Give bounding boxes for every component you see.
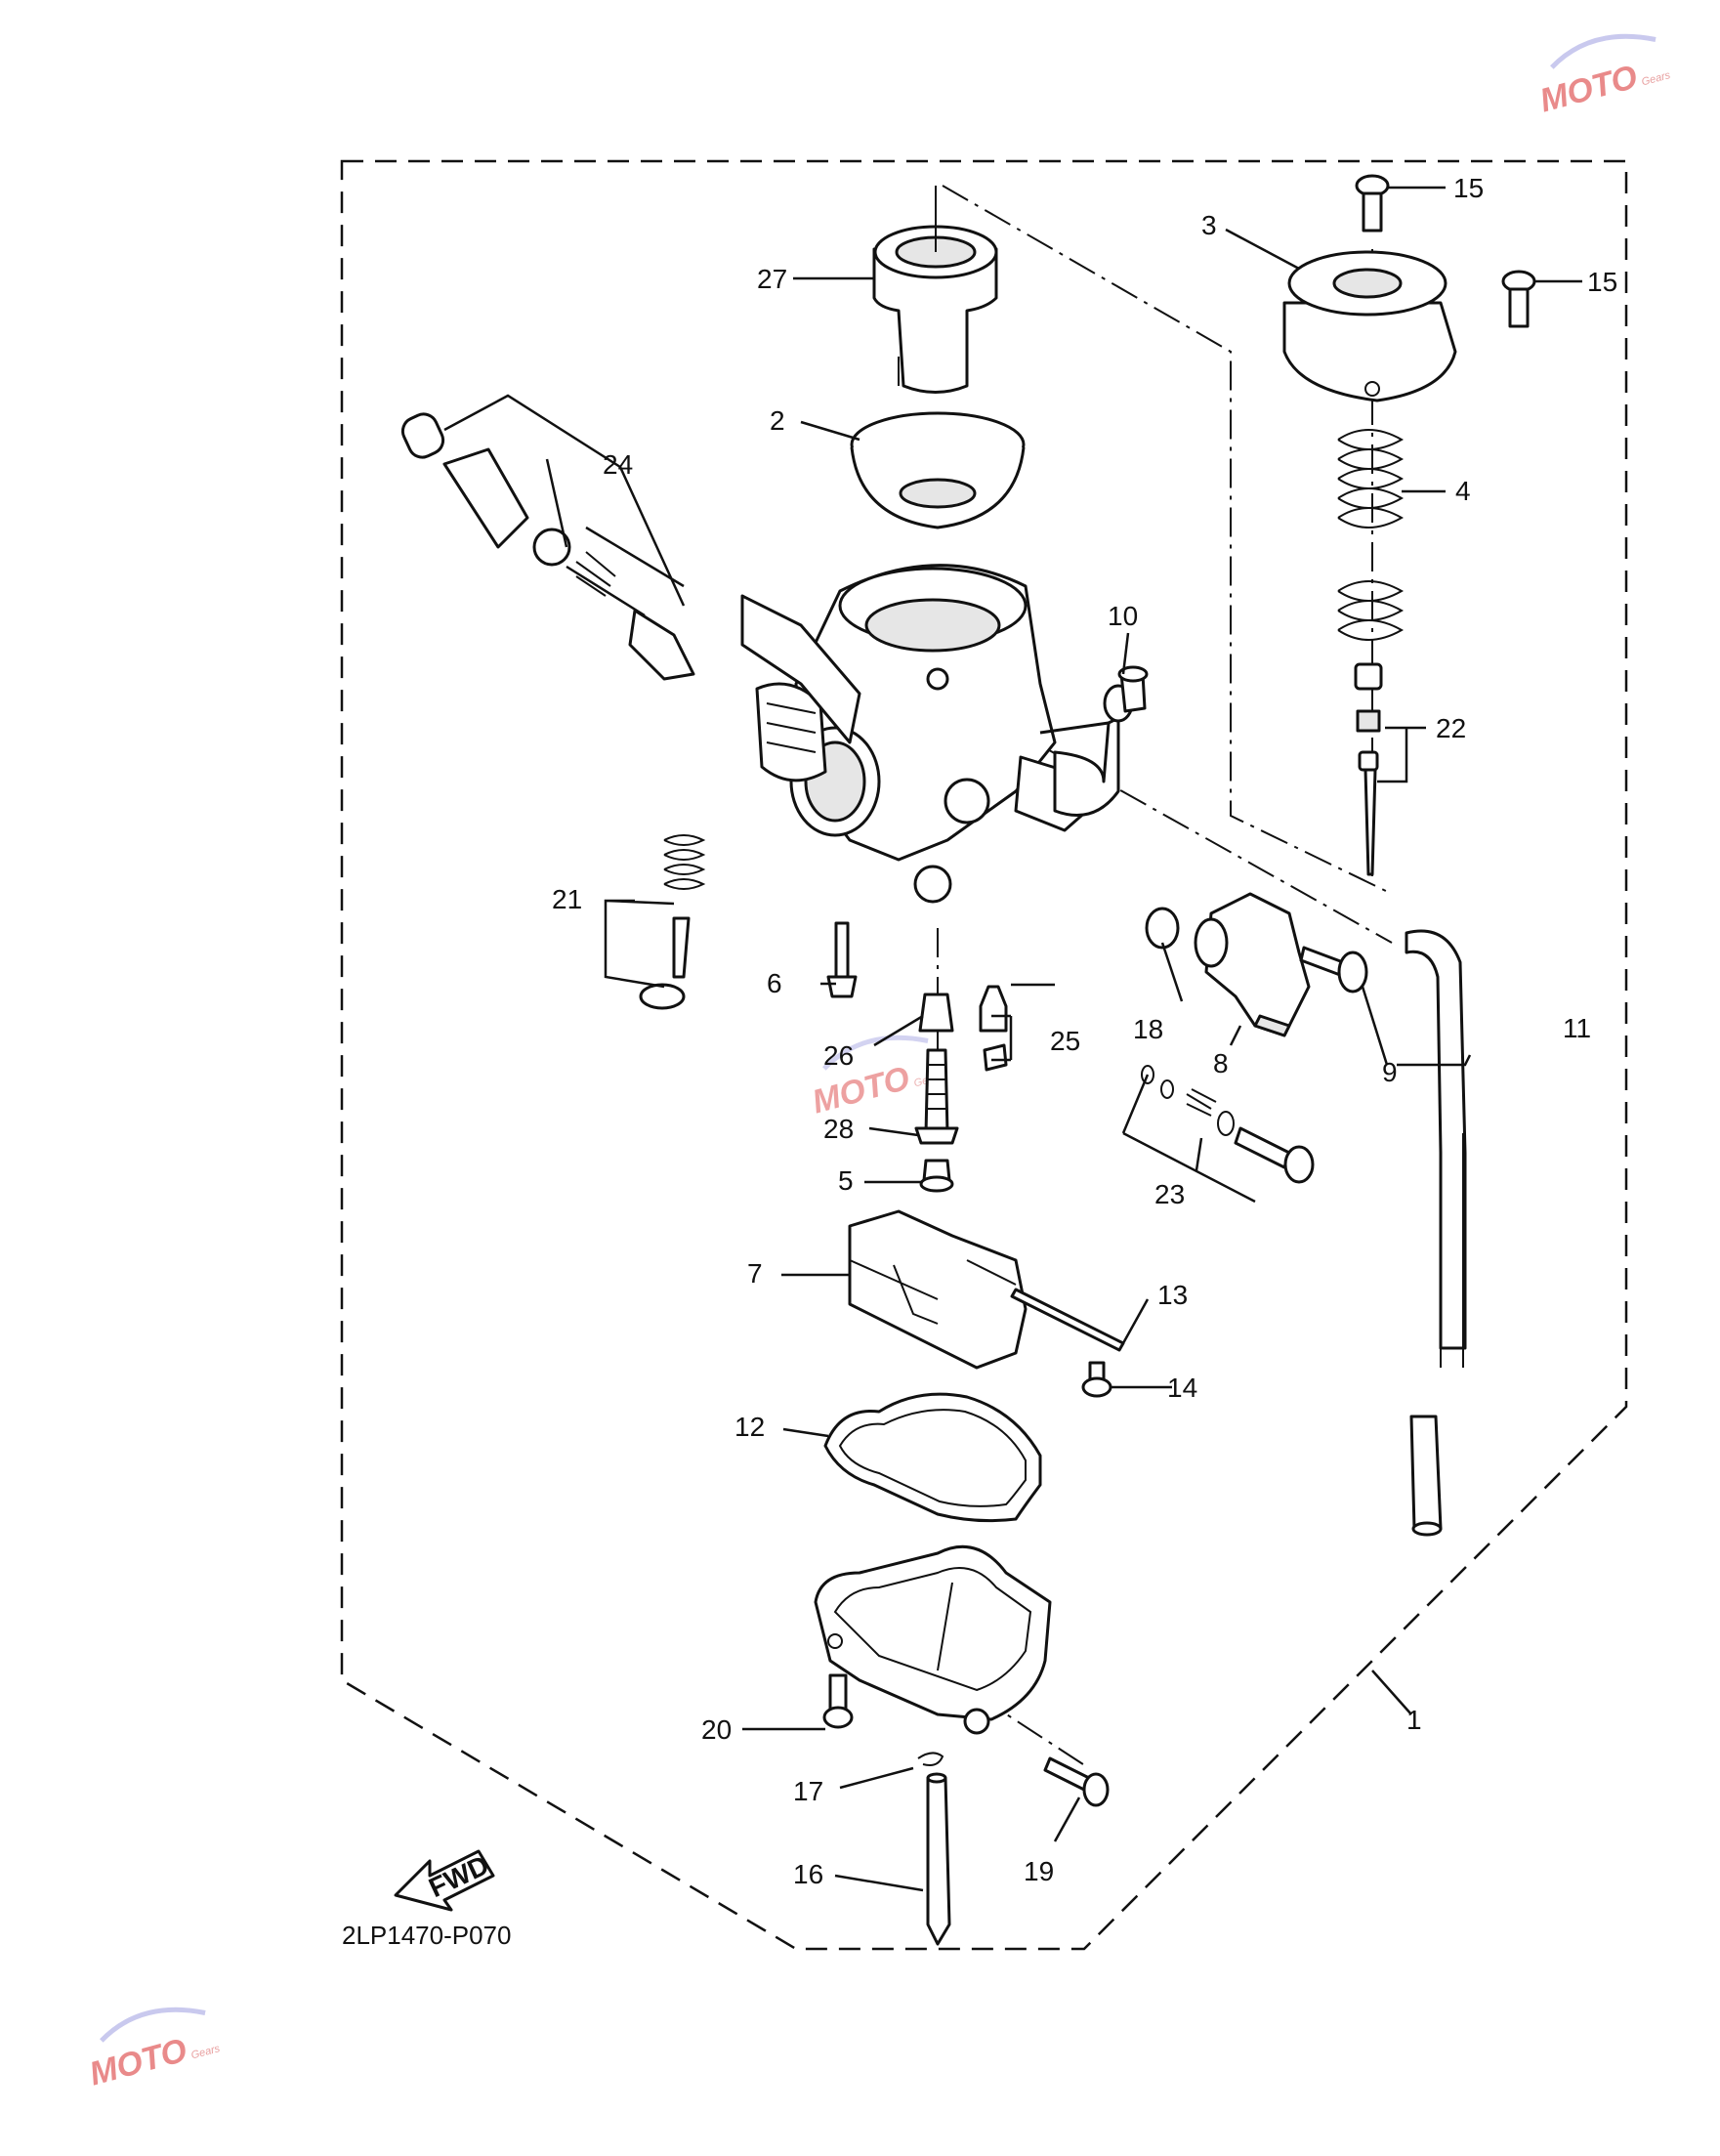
callout-5: 5 <box>838 1165 854 1196</box>
callout-21: 21 <box>552 884 582 914</box>
forward-arrow-icon: FWD <box>394 1849 495 1912</box>
callout-13: 13 <box>1157 1280 1188 1310</box>
drain-screw <box>1043 1756 1110 1807</box>
callout-27: 27 <box>757 264 787 294</box>
callout-16: 16 <box>793 1859 823 1889</box>
carburetor-body <box>740 564 1134 904</box>
drain-hose <box>1405 929 1467 1537</box>
cap-screw-a <box>1355 174 1390 233</box>
callout-28: 28 <box>823 1114 854 1144</box>
cap-screw-b <box>1501 270 1536 328</box>
float-bowl <box>814 1544 1052 1735</box>
float-bowl-gasket <box>823 1392 1042 1523</box>
needle-jet <box>918 993 954 1033</box>
callout-15b: 15 <box>1587 267 1617 297</box>
needle-valve <box>979 985 1008 1072</box>
svg-text:FWD: FWD <box>424 1849 493 1903</box>
watermark-logo-top: MOTO Gears <box>1536 33 1672 119</box>
main-jet <box>919 1159 954 1193</box>
drain-pipe <box>926 1772 951 1946</box>
svg-text:Gears: Gears <box>1640 69 1672 88</box>
float-pin-screw <box>1081 1361 1112 1398</box>
callout-6: 6 <box>767 968 782 998</box>
callout-9: 9 <box>1382 1057 1398 1087</box>
callout-24: 24 <box>603 449 633 480</box>
callout-20: 20 <box>701 1714 732 1745</box>
float <box>848 1209 1028 1370</box>
callout-7: 7 <box>747 1258 763 1289</box>
callout-26: 26 <box>823 1040 854 1071</box>
centerline-throttle <box>942 185 1393 895</box>
callout-17: 17 <box>793 1776 823 1806</box>
vent-fitting <box>1117 665 1149 713</box>
bowl-screw <box>822 1673 854 1729</box>
pilot-screw-set <box>1141 1065 1315 1184</box>
svg-text:Gears: Gears <box>189 2043 222 2061</box>
starter-plunger <box>400 412 695 681</box>
diaphragm <box>850 411 1026 529</box>
callout-4: 4 <box>1455 476 1471 506</box>
float-pin <box>1010 1288 1125 1352</box>
callout-12: 12 <box>734 1412 765 1442</box>
top-cap <box>1282 250 1457 402</box>
callout-22: 22 <box>1436 713 1466 743</box>
throttle-stop-screw <box>639 834 706 1010</box>
callout-23: 23 <box>1154 1179 1185 1209</box>
callout-8: 8 <box>1213 1048 1229 1078</box>
svg-text:MOTO: MOTO <box>1536 58 1642 119</box>
callout-25: 25 <box>1050 1026 1080 1056</box>
callout-19: 19 <box>1024 1856 1054 1886</box>
drain-clip <box>917 1752 944 1766</box>
callout-18: 18 <box>1133 1014 1163 1044</box>
pilot-jet <box>826 921 858 998</box>
callout-14: 14 <box>1167 1373 1197 1403</box>
callout-1: 1 <box>1406 1705 1422 1735</box>
callout-2: 2 <box>770 405 785 436</box>
o-ring <box>1145 907 1180 950</box>
starter-valve <box>1194 892 1311 1037</box>
assembly-boundary <box>340 159 1628 1951</box>
starter-valve-screw <box>1299 946 1368 993</box>
callout-11: 11 <box>1563 1013 1591 1043</box>
callout-10: 10 <box>1108 601 1138 631</box>
leader-lines <box>443 186 1582 1892</box>
svg-text:MOTO: MOTO <box>86 2031 191 2093</box>
slide-spring <box>1337 429 1405 641</box>
callout-labels: 1 2 3 4 5 6 7 8 9 10 11 12 13 14 15 15 1… <box>552 173 1617 1889</box>
callout-3: 3 <box>1201 210 1217 240</box>
watermark-logo-bottom: MOTO Gears <box>86 2007 222 2093</box>
jet-needle-set <box>1354 662 1383 876</box>
throttle-slide <box>872 186 998 394</box>
main-nozzle <box>914 1048 959 1145</box>
diagram-code: 2LP1470-P070 <box>342 1921 511 1950</box>
callout-15a: 15 <box>1453 173 1484 203</box>
